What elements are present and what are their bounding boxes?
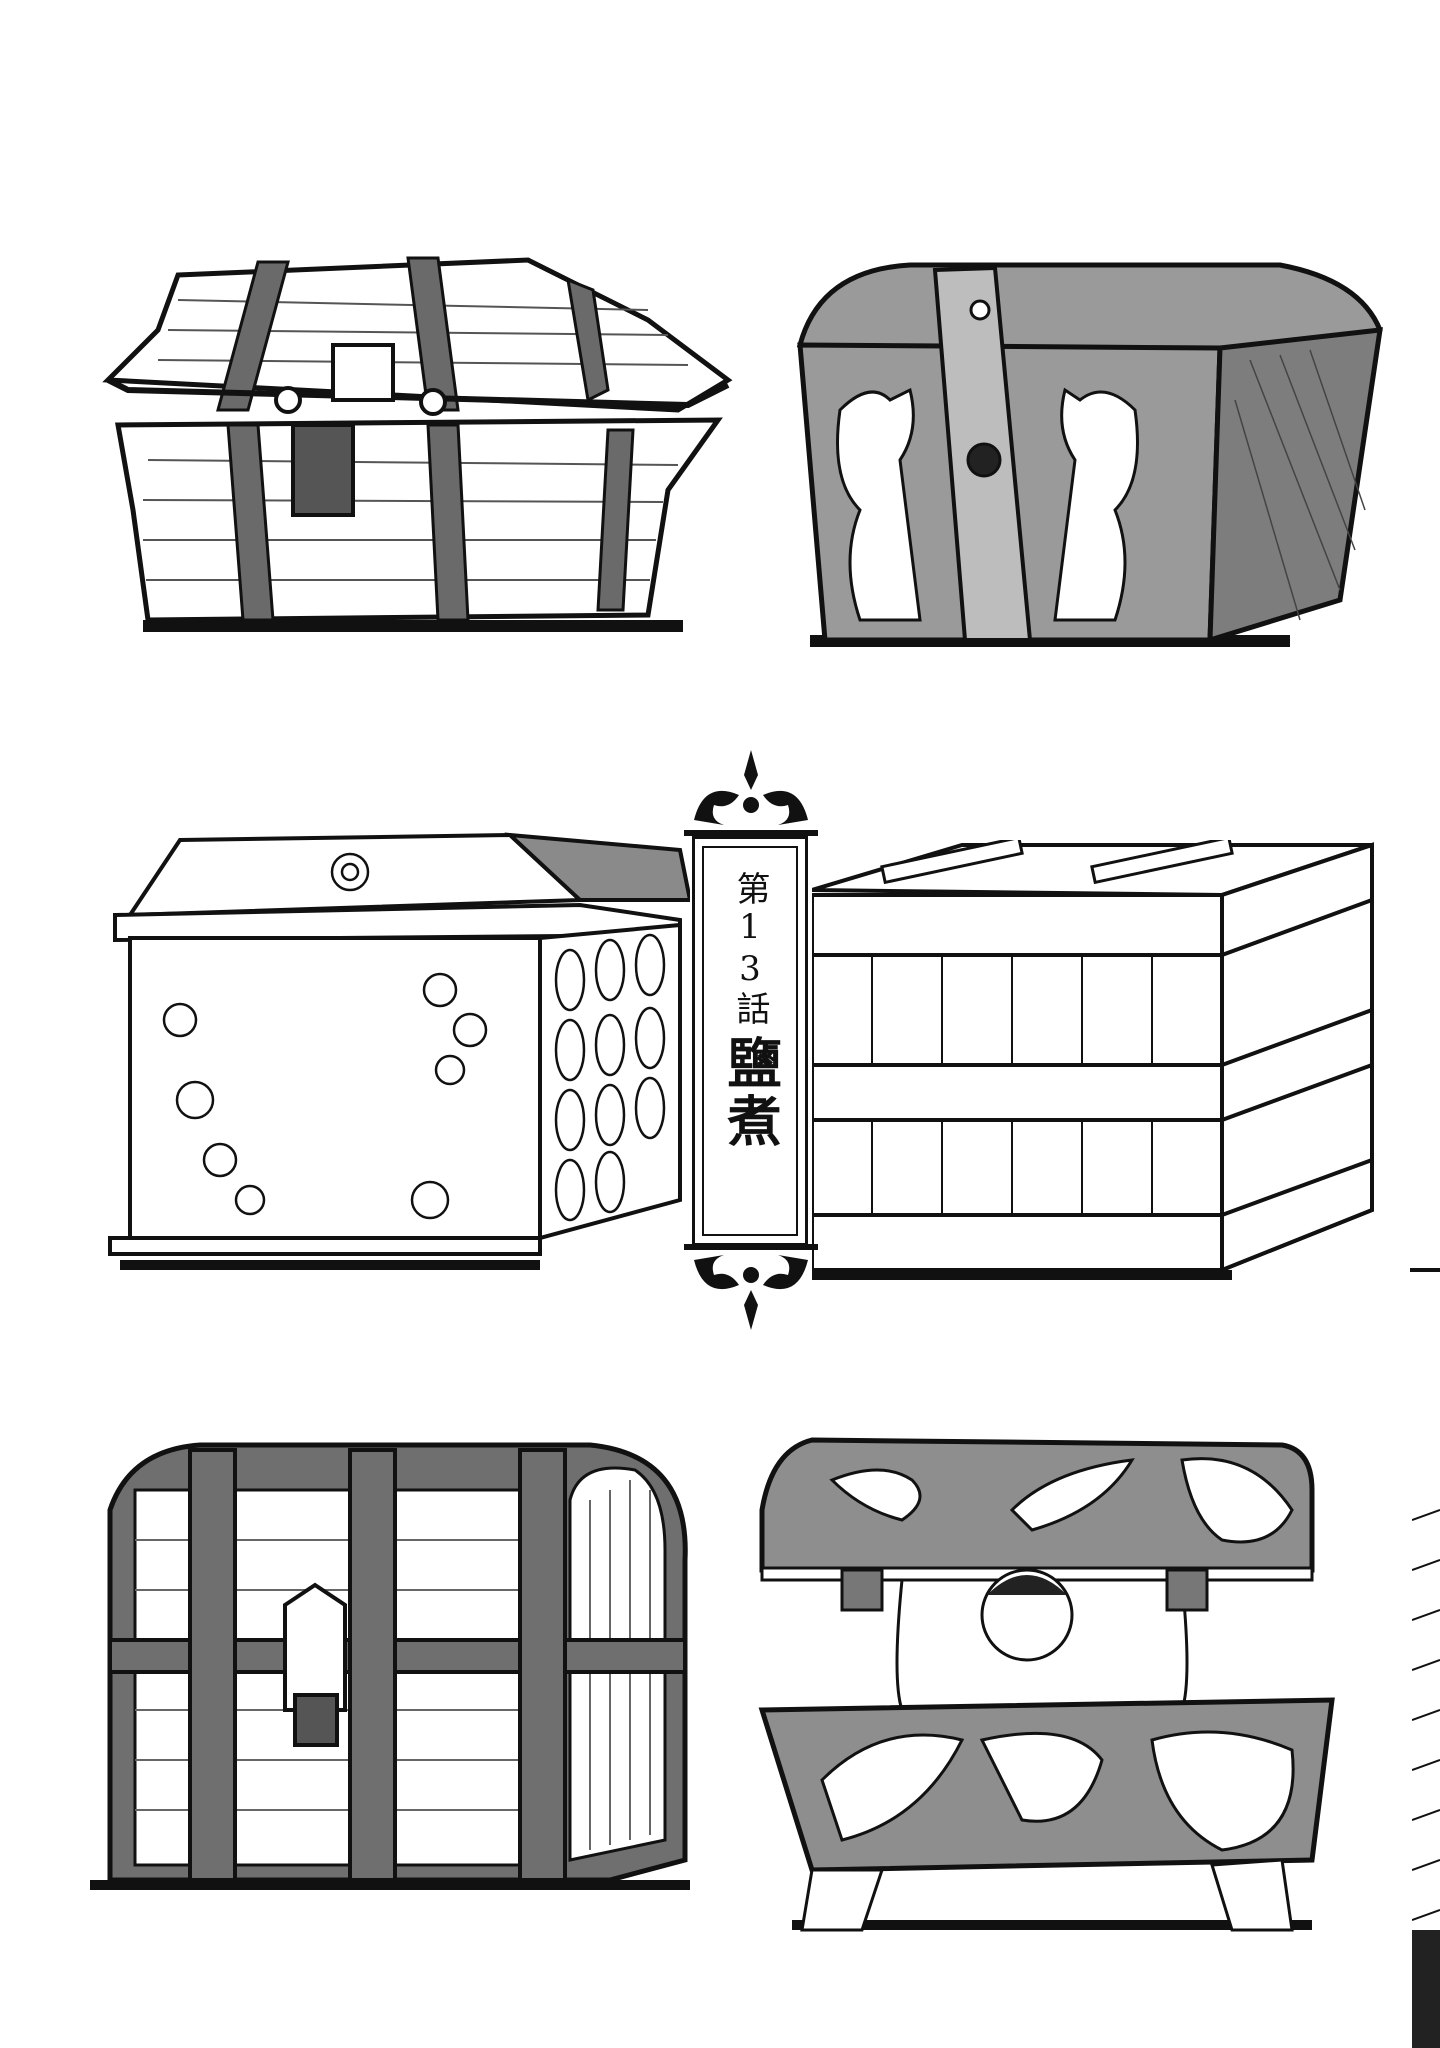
- chapter-title: 鹽煮: [718, 1035, 782, 1151]
- treasure-chest-icon: [102, 256, 733, 632]
- chapter-title-plate: 第13話 鹽煮: [684, 750, 818, 1330]
- ornament-bottom-icon: [684, 1244, 818, 1330]
- ornate-chest-icon: [796, 262, 1383, 647]
- floral-chest-icon: [108, 832, 690, 1270]
- mimic-chest-icon: [758, 1437, 1335, 1932]
- title-frame: 第13話 鹽煮: [692, 836, 808, 1246]
- iron-chest-icon: [90, 1442, 690, 1890]
- title-frame-inner: [702, 846, 798, 1236]
- brick-wall-edge-icon: [1412, 1480, 1440, 2048]
- page-edge-mark: [1410, 1268, 1440, 1272]
- wooden-crate-icon: [812, 840, 1374, 1280]
- ornament-top-icon: [684, 750, 818, 836]
- chapter-number: 第13話: [730, 871, 770, 1027]
